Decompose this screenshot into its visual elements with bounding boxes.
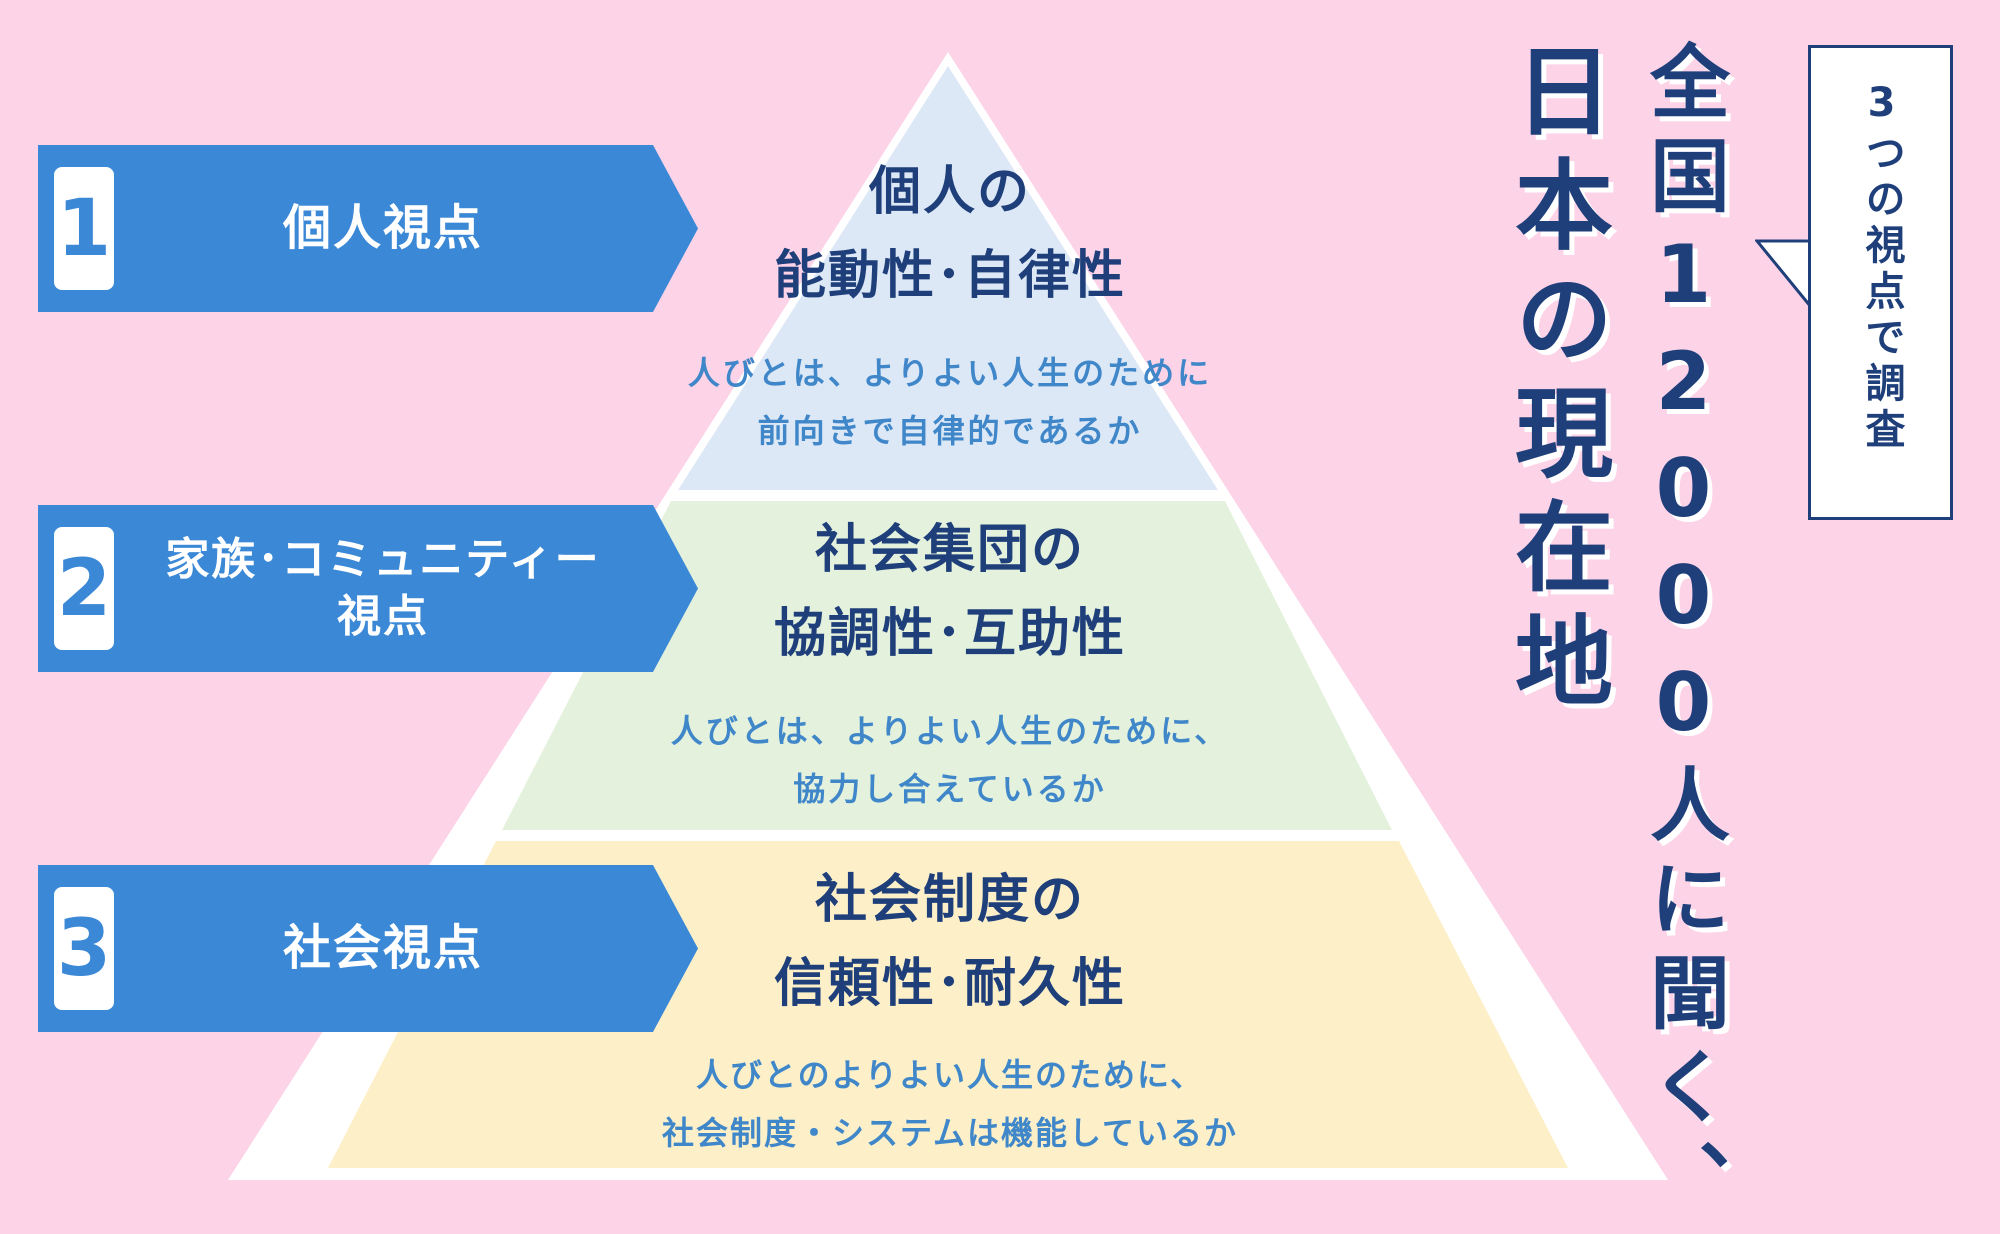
pyramid-tier-1 — [678, 66, 1218, 490]
callout-tail — [1755, 239, 1813, 308]
callout-text: 3つの視点で調査 — [1858, 80, 1905, 454]
level-3-label: 社会視点 — [282, 919, 483, 976]
headline-line-1: 全国12000人に聞く、 — [1637, 40, 1730, 1233]
level-2-number: 2 — [54, 527, 114, 650]
level-2-arrow: 2 家族･コミュニティー 視点 — [38, 505, 698, 672]
pyramid-tier-2 — [502, 501, 1392, 830]
tier-2-title: 社会集団の 協調性･互助性 — [773, 520, 1126, 664]
tier-3-title: 社会制度の 信頼性･耐久性 — [773, 870, 1126, 1014]
level-1-label: 個人視点 — [282, 199, 483, 256]
level-1-arrow: 1 個人視点 — [38, 145, 698, 312]
level-3-number: 3 — [54, 887, 114, 1010]
tier-2-description: 人びとは、よりよい人生のために、 協力し合えているか — [670, 712, 1230, 808]
tier-1-description: 人びとは、よりよい人生のために 前向きで自律的であるか — [687, 354, 1213, 450]
level-1-number: 1 — [54, 167, 114, 290]
headline-line-2: 日本の現在地 — [1498, 40, 1612, 724]
level-2-label: 家族･コミュニティー 視点 — [165, 534, 601, 642]
level-3-arrow: 3 社会視点 — [38, 865, 698, 1032]
tier-1-title: 個人の 能動性･自律性 — [773, 162, 1126, 306]
callout-box: 3つの視点で調査 — [1808, 45, 1953, 520]
tier-3-description: 人びとのよりよい人生のために、 社会制度・システムは機能しているか — [661, 1056, 1239, 1152]
